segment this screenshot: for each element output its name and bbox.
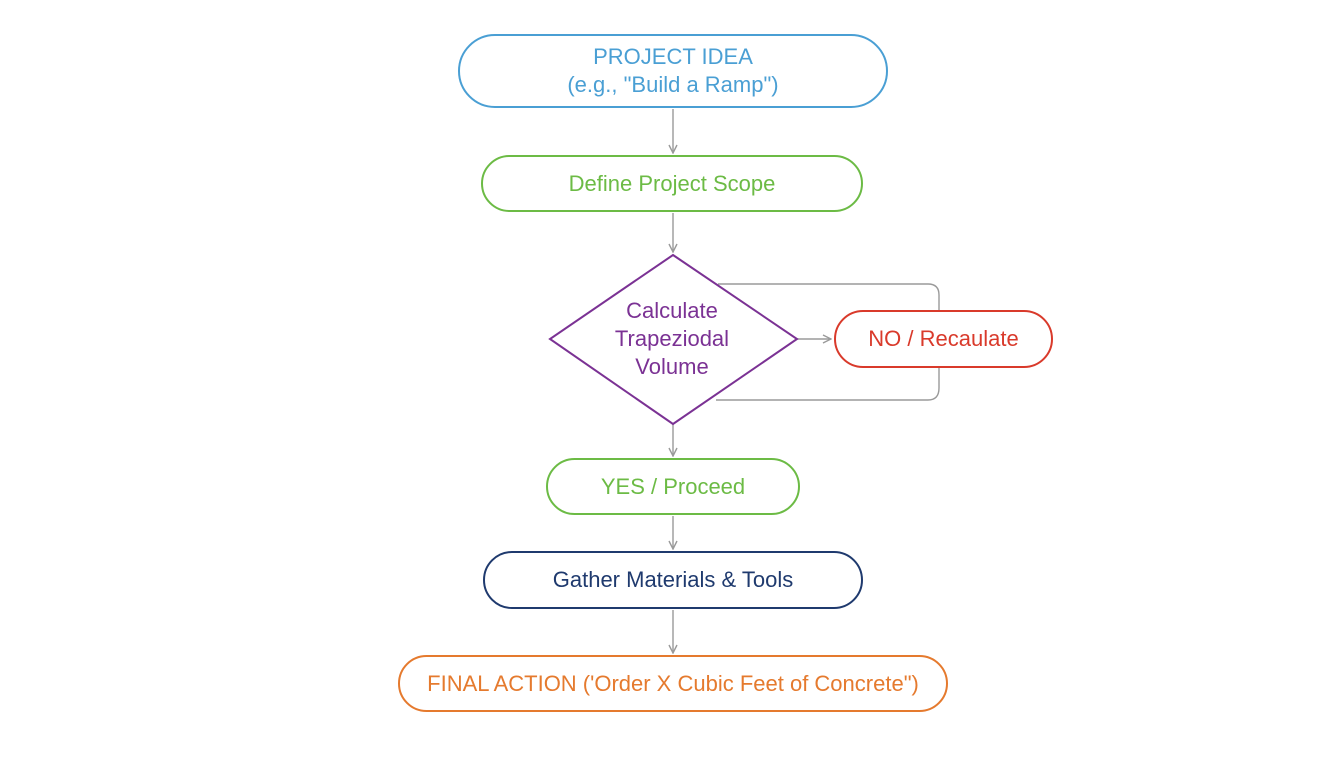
no-recalculate-node: NO / Recaulate (834, 310, 1053, 368)
final-action-node: FINAL ACTION ('Order X Cubic Feet of Con… (398, 655, 948, 712)
loop-connector-upper (718, 283, 940, 310)
project-idea-example: (e.g., "Build a Ramp") (567, 72, 779, 97)
no-recalculate-label: NO / Recaulate (868, 326, 1019, 351)
decision-label-line-3: Volume (635, 354, 709, 379)
gather-materials-label: Gather Materials & Tools (552, 567, 794, 592)
final-action-label: FINAL ACTION ('Order X Cubic Feet of Con… (427, 670, 919, 696)
decision-label-line-2: Trapeziodal (614, 326, 730, 351)
define-scope-label: Define Project Scope (568, 170, 776, 196)
decision-label: Calculate Trapeziodal Volume (572, 296, 772, 382)
loop-connector-lower (716, 368, 940, 401)
yes-proceed-label: YES / Proceed (600, 473, 746, 499)
gather-materials-node: Gather Materials & Tools (483, 551, 863, 609)
decision-label-line-1: Calculate (626, 298, 718, 323)
project-idea-node: PROJECT IDEA (e.g., "Build a Ramp") (458, 34, 888, 108)
project-idea-title: PROJECT IDEA (593, 44, 753, 69)
decision-diamond (548, 253, 799, 426)
define-scope-node: Define Project Scope (481, 155, 863, 212)
yes-proceed-node: YES / Proceed (546, 458, 800, 515)
